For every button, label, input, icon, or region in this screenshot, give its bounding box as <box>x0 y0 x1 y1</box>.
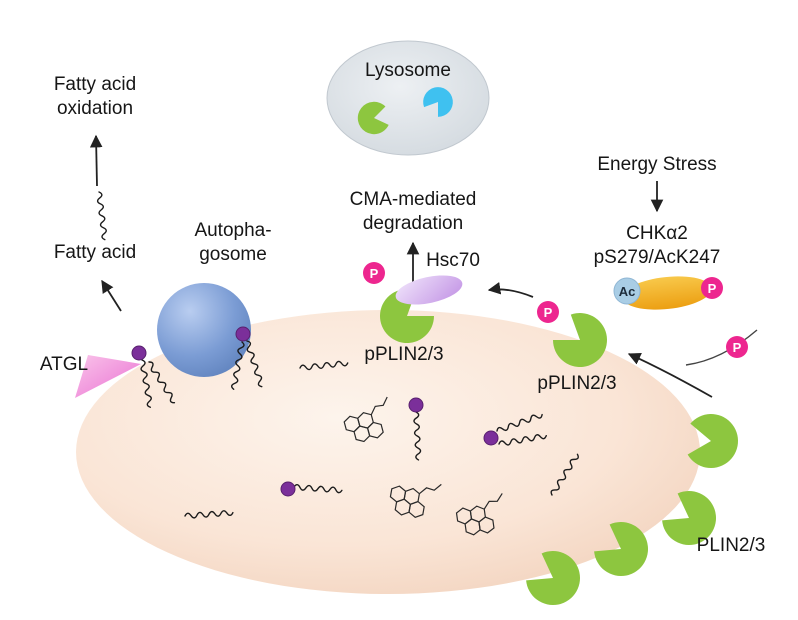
energy-stress-section: Energy Stress CHKα2 pS279/AcK247 <box>594 154 721 268</box>
lipid-dot <box>131 345 147 361</box>
fatty-acid-oxidation-section: Fatty acid oxidation Fatty acid <box>54 74 136 312</box>
autophagosome-label-line2: gosome <box>199 244 267 265</box>
phosphate-badge-label: P <box>544 305 553 320</box>
phosphate-badge <box>701 277 723 299</box>
phosphate-badge <box>726 336 748 358</box>
phosphate-badge-label: P <box>708 281 717 296</box>
chka2-complex: Ac P <box>613 276 723 310</box>
lysosome: Lysosome <box>326 40 490 156</box>
phosphate-badge <box>537 301 559 323</box>
acetyl-badge <box>613 277 641 305</box>
atgl-wedge <box>75 355 141 398</box>
plin23-label: PLIN2/3 <box>697 535 766 556</box>
free-fatty-acid-squiggle <box>95 190 109 241</box>
cma-label-line1: CMA-mediated <box>350 189 477 210</box>
fatty-acid-label: Fatty acid <box>54 242 136 263</box>
lysosome-body <box>326 40 490 156</box>
lipid-droplet <box>76 310 700 594</box>
phosphate-badge-label: P <box>370 266 379 281</box>
acetyl-badge-label: Ac <box>619 284 636 299</box>
chka2-label: CHKα2 <box>626 223 688 244</box>
chka2-body <box>622 276 712 310</box>
plin23-group: PLIN2/3 <box>520 412 765 615</box>
fatty-acid-oxidation-label-line1: Fatty acid <box>54 74 136 95</box>
atgl-label: ATGL <box>40 354 88 375</box>
hsc70-label: Hsc70 <box>426 250 480 271</box>
energy-stress-label: Energy Stress <box>597 154 716 175</box>
autophagosome: Autopha- gosome <box>157 220 272 391</box>
lysosome-label: Lysosome <box>365 60 451 81</box>
lipid-droplet-body <box>76 310 700 594</box>
pplin23-right-label: pPLIN2/3 <box>537 373 616 394</box>
hsc70-complex: P Hsc70 pPLIN2/3 <box>363 250 480 365</box>
autophagosome-body <box>157 283 251 377</box>
lipolysis-arrow <box>101 279 122 312</box>
lipid-dot <box>235 326 251 342</box>
pplin23-right-group: P pPLIN2/3 <box>537 301 618 394</box>
pplin23-left-label: pPLIN2/3 <box>364 344 443 365</box>
autophagosome-label-line1: Autopha- <box>194 220 271 241</box>
phosphate-badge-label: P <box>733 340 742 355</box>
hsc70-binding-arrow <box>487 282 534 298</box>
lipid-dot <box>483 430 499 446</box>
lipid-dot <box>280 481 296 497</box>
cma-degradation: CMA-mediated degradation <box>350 189 477 283</box>
atgl-lipase: ATGL <box>40 345 178 409</box>
phosphate-badge <box>363 262 385 284</box>
lipid-contents <box>184 359 581 538</box>
phosphorylation-arrow <box>627 353 713 398</box>
lipid-dot <box>408 397 424 413</box>
oxidation-arrow <box>89 134 103 187</box>
phosphate-transfer-curve <box>685 329 758 366</box>
cma-label-line2: degradation <box>363 213 463 234</box>
fatty-acid-oxidation-label-line2: oxidation <box>57 98 133 119</box>
hsc70-body <box>395 275 463 305</box>
phospho-sites-label: pS279/AcK247 <box>594 247 721 268</box>
phosphorylation-arrows: P <box>627 329 758 398</box>
